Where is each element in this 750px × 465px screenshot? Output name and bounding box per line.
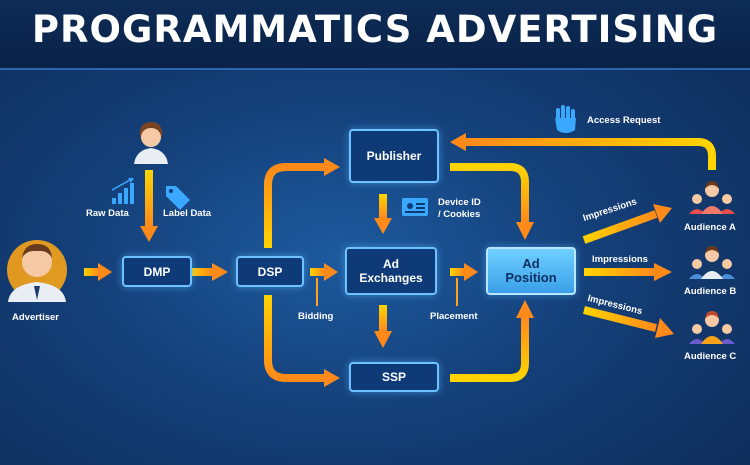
ad-exchanges-label: Ad Exchanges bbox=[359, 257, 423, 285]
bar-chart-icon bbox=[111, 178, 134, 204]
arrow-access-request bbox=[466, 138, 716, 170]
impressions-b-label: Impressions bbox=[592, 254, 648, 265]
arrow-advertiser-dmp bbox=[84, 263, 112, 281]
page-title: PROGRAMMATICS ADVERTISING bbox=[31, 8, 719, 51]
publisher-box: Publisher bbox=[349, 129, 439, 183]
arrow-exchanges-ssp bbox=[374, 305, 392, 348]
ad-position-box: Ad Position bbox=[486, 247, 576, 295]
arrow-dmp-dsp bbox=[190, 263, 228, 281]
dsp-label: DSP bbox=[257, 264, 283, 279]
arrow-ssp-adposition bbox=[450, 318, 529, 382]
placement-label: Placement bbox=[430, 311, 478, 322]
arrow-publisher-exchanges bbox=[374, 194, 392, 234]
arrow-dsp-publisher bbox=[264, 163, 324, 248]
advertiser-avatar bbox=[7, 240, 67, 302]
arrow-exchanges-adposition bbox=[450, 263, 478, 306]
raw-data-label: Raw Data bbox=[86, 208, 129, 219]
dsp-box: DSP bbox=[236, 256, 304, 287]
arrow-data-dmp bbox=[140, 170, 158, 242]
arrow-impressions-b bbox=[584, 263, 672, 281]
ssp-box: SSP bbox=[349, 362, 439, 392]
device-id-label: Device ID / Cookies bbox=[438, 197, 481, 220]
tag-icon bbox=[166, 186, 190, 210]
arrow-impressions-a bbox=[582, 204, 672, 244]
label-data-label: Label Data bbox=[163, 208, 212, 219]
audience-a-label: Audience A bbox=[684, 222, 736, 233]
data-analyst-avatar bbox=[134, 122, 168, 164]
audience-c-avatars bbox=[689, 311, 735, 344]
arrow-dsp-exchanges bbox=[310, 263, 338, 306]
dmp-label: DMP bbox=[143, 264, 171, 279]
audience-b-label: Audience B bbox=[684, 286, 737, 297]
advertiser-label: Advertiser bbox=[12, 312, 59, 323]
hand-icon bbox=[555, 105, 576, 133]
ad-exchanges-box: Ad Exchanges bbox=[345, 247, 437, 295]
header-bar: PROGRAMMATICS ADVERTISING bbox=[0, 0, 750, 70]
bidding-label: Bidding bbox=[298, 311, 334, 322]
access-request-label: Access Request bbox=[587, 115, 661, 126]
publisher-label: Publisher bbox=[366, 149, 422, 163]
audience-a-avatars bbox=[689, 181, 735, 214]
audience-b-avatars bbox=[689, 246, 735, 279]
ssp-label: SSP bbox=[381, 370, 406, 384]
arrow-impressions-c bbox=[583, 306, 674, 338]
arrow-dsp-ssp bbox=[264, 295, 324, 382]
ad-position-label: Ad Position bbox=[505, 256, 557, 285]
arrow-publisher-adposition bbox=[450, 163, 529, 222]
audience-c-label: Audience C bbox=[684, 351, 737, 362]
dmp-box: DMP bbox=[122, 256, 192, 287]
id-card-icon bbox=[402, 198, 428, 216]
